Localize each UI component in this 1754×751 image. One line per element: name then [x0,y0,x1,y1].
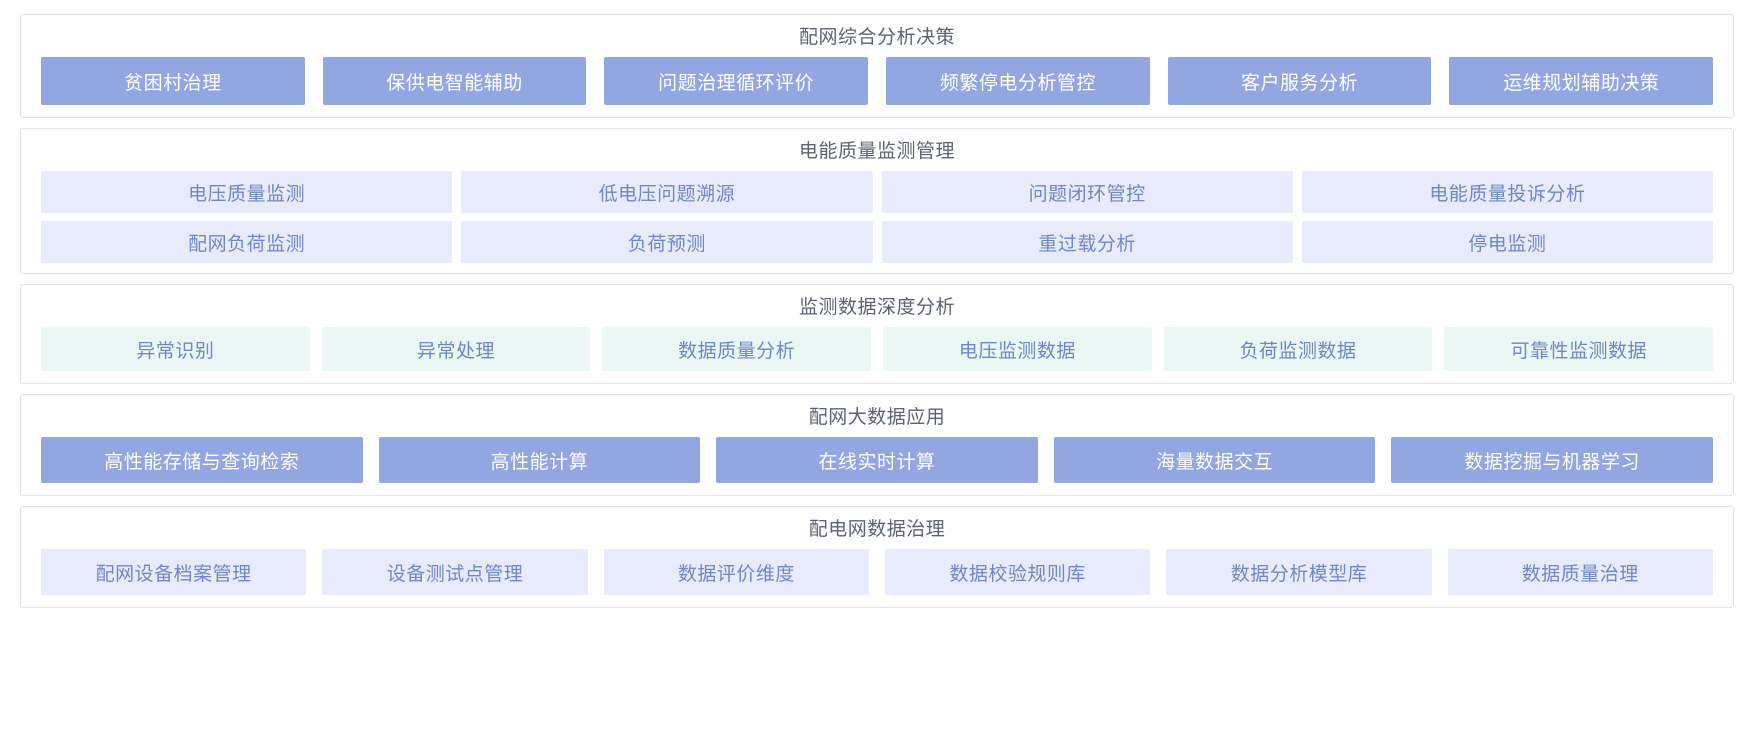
tile-button[interactable]: 异常识别 [41,327,310,371]
tile-row: 异常识别异常处理数据质量分析电压监测数据负荷监测数据可靠性监测数据 [41,327,1714,371]
tile-button[interactable]: 低电压问题溯源 [461,171,873,213]
tile-button[interactable]: 海量数据交互 [1053,437,1376,483]
tile-button[interactable]: 电压质量监测 [41,171,453,213]
tile-button[interactable]: 电能质量投诉分析 [1301,171,1713,213]
panel-3: 配网大数据应用高性能存储与查询检索高性能计算在线实时计算海量数据交互数据挖掘与机… [20,394,1734,496]
tile-button[interactable]: 频繁停电分析管控 [886,57,1150,105]
tile-button[interactable]: 运维规划辅助决策 [1449,57,1714,105]
tile-button[interactable]: 问题闭环管控 [881,171,1293,213]
tile-button[interactable]: 数据分析模型库 [1166,549,1432,595]
tile-button[interactable]: 保供电智能辅助 [322,57,587,105]
panel-2: 监测数据深度分析异常识别异常处理数据质量分析电压监测数据负荷监测数据可靠性监测数… [20,284,1734,384]
panel-title: 配网大数据应用 [808,407,946,428]
panel-4: 配电网数据治理配网设备档案管理设备测试点管理数据评价维度数据校验规则库数据分析模… [20,506,1734,608]
tile-button[interactable]: 设备测试点管理 [322,549,588,595]
tile-row: 电压质量监测低电压问题溯源问题闭环管控电能质量投诉分析 [41,171,1713,213]
tile-button[interactable]: 配网设备档案管理 [41,549,307,595]
tile-button[interactable]: 重过载分析 [881,221,1293,263]
tile-button[interactable]: 在线实时计算 [716,437,1038,483]
tile-button[interactable]: 客户服务分析 [1167,57,1432,105]
tile-button[interactable]: 数据质量治理 [1447,549,1713,595]
tile-button[interactable]: 数据挖掘与机器学习 [1391,437,1713,483]
tile-row: 配网设备档案管理设备测试点管理数据评价维度数据校验规则库数据分析模型库数据质量治… [41,549,1713,595]
panel-title: 监测数据深度分析 [798,297,955,318]
tile-button[interactable]: 高性能存储与查询检索 [41,437,363,483]
tile-button[interactable]: 贫困村治理 [41,57,305,105]
tile-button[interactable]: 数据质量分析 [602,327,872,371]
tile-button[interactable]: 可靠性监测数据 [1444,327,1714,371]
tile-button[interactable]: 电压监测数据 [883,327,1152,371]
tile-row: 高性能存储与查询检索高性能计算在线实时计算海量数据交互数据挖掘与机器学习 [41,437,1713,483]
tile-button[interactable]: 数据评价维度 [603,549,869,595]
tile-row: 贫困村治理保供电智能辅助问题治理循环评价频繁停电分析管控客户服务分析运维规划辅助… [41,57,1714,105]
panel-title: 配网综合分析决策 [798,27,955,48]
tile-row: 配网负荷监测负荷预测重过载分析停电监测 [41,221,1713,263]
tile-button[interactable]: 配网负荷监测 [41,221,453,263]
tile-button[interactable]: 负荷预测 [461,221,873,263]
panel-0: 配网综合分析决策贫困村治理保供电智能辅助问题治理循环评价频繁停电分析管控客户服务… [20,14,1734,118]
tile-button[interactable]: 负荷监测数据 [1163,327,1433,371]
panel-title: 配电网数据治理 [808,519,946,540]
panel-1: 电能质量监测管理电压质量监测低电压问题溯源问题闭环管控电能质量投诉分析配网负荷监… [20,128,1734,274]
tile-button[interactable]: 停电监测 [1301,221,1713,263]
tile-button[interactable]: 高性能计算 [378,437,701,483]
panel-title: 电能质量监测管理 [798,141,955,162]
tile-button[interactable]: 数据校验规则库 [884,549,1151,595]
tile-button[interactable]: 问题治理循环评价 [604,57,869,105]
tile-button[interactable]: 异常处理 [321,327,591,371]
